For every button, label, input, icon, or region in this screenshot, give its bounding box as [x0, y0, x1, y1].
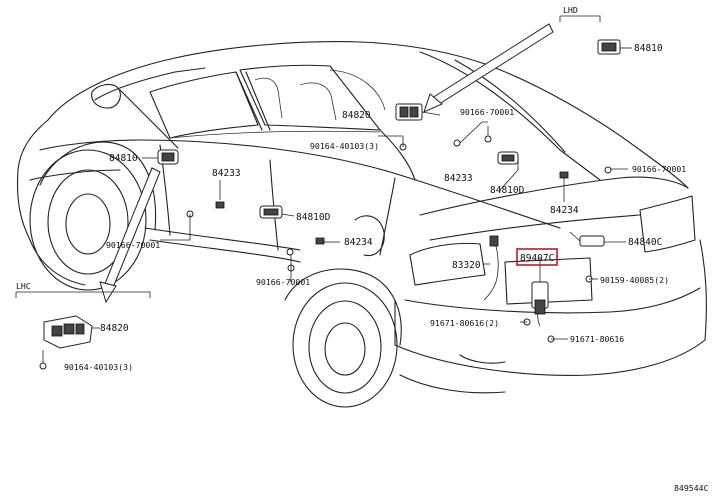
label-lhd: LHD	[563, 5, 578, 15]
lhd-bracket	[559, 15, 601, 22]
label-84810-top: 84810	[634, 43, 663, 54]
label-90166-d: 90166-70001	[256, 277, 310, 287]
label-91671-b: 91671-80616	[570, 334, 624, 344]
label-84810d-b: 84810D	[296, 212, 331, 223]
label-90166-a: 90166-70001	[460, 107, 514, 117]
label-lhc: LHC	[16, 281, 31, 291]
label-84820-b: 84820	[100, 323, 129, 334]
part-84820-switch	[395, 103, 423, 121]
part-89407c-sensor	[531, 262, 549, 327]
label-90166-c: 90166-70001	[106, 240, 160, 250]
label-90164-a: 90164-40103(3)	[310, 141, 379, 151]
label-90166-b: 90166-70001	[632, 164, 686, 174]
label-83320: 83320	[452, 260, 481, 271]
part-84810-left	[157, 149, 179, 165]
leader-lines	[142, 47, 632, 340]
label-90164-b: 90164-40103(3)	[64, 362, 133, 372]
diagram-code: 849544C	[674, 483, 709, 493]
highlight-box	[516, 248, 558, 266]
label-84820: 84820	[342, 110, 371, 121]
part-84233-a	[215, 201, 225, 209]
part-84234-a	[559, 171, 569, 179]
label-84810d: 84810D	[490, 185, 525, 196]
label-84234-a: 84234	[550, 205, 579, 216]
label-84840c: 84840C	[628, 237, 662, 248]
part-84810d-center	[497, 151, 519, 165]
callout-labels: LHD 84810 84820 90166-70001 84810 90164-…	[16, 5, 709, 493]
label-89407c: 89407C	[520, 253, 554, 264]
arrow-top-right	[423, 23, 554, 113]
car-body	[17, 41, 707, 408]
label-84233-a: 84233	[212, 168, 241, 179]
label-90159: 90159-40085(2)	[600, 275, 669, 285]
part-84810-top	[597, 39, 621, 55]
lhc-inset	[15, 291, 151, 363]
label-84233-b: 84233	[444, 173, 473, 184]
label-84810-left: 84810	[109, 153, 138, 164]
part-84840c	[569, 231, 605, 247]
label-91671-a: 91671-80616(2)	[430, 318, 499, 328]
part-84810d-lower	[259, 205, 283, 219]
label-84234-b: 84234	[344, 237, 373, 248]
part-84234-b	[315, 237, 325, 245]
part-83320-cable	[483, 235, 499, 301]
